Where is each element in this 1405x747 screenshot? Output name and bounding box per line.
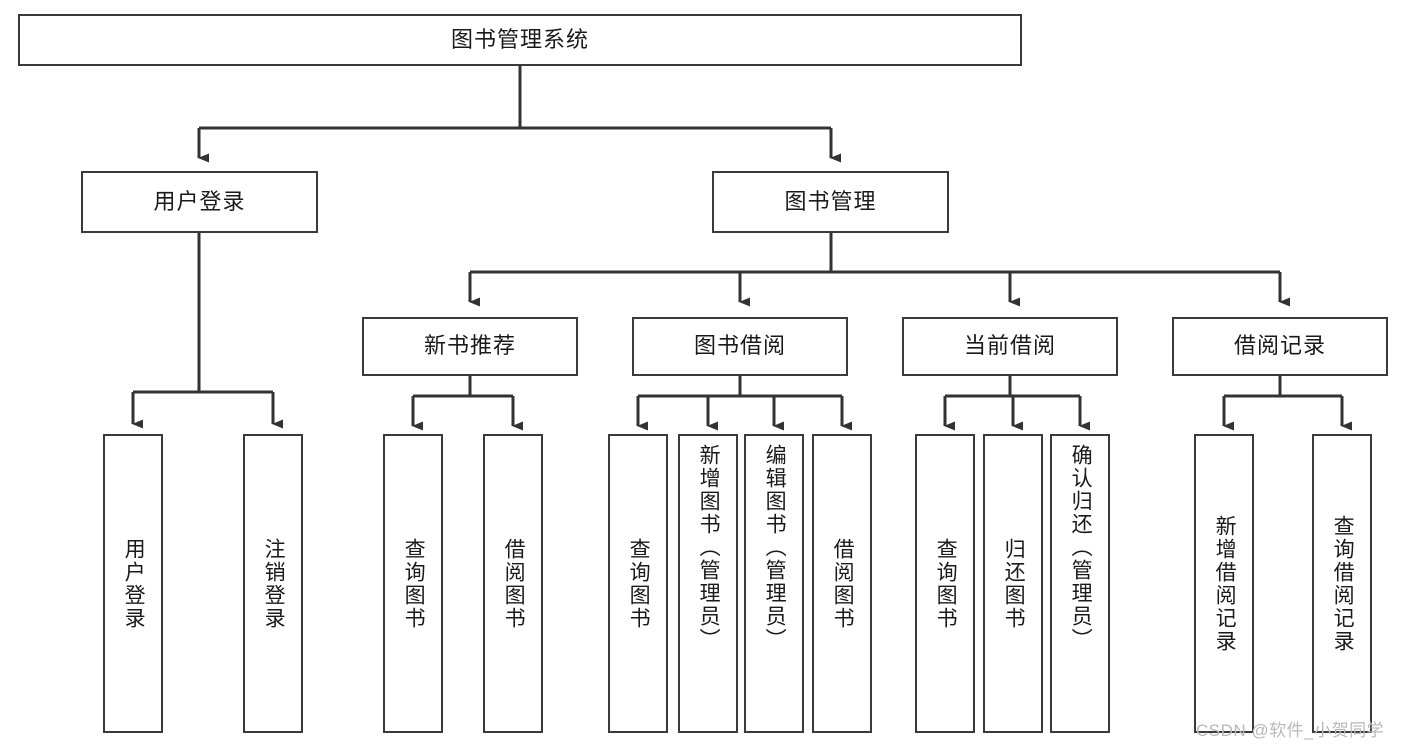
node-leaf-user-login[interactable]: 用户登录 [103,434,163,733]
node-label: 归还图书 [1002,537,1026,630]
node-leaf-query-borrow-record[interactable]: 查询借阅记录 [1312,434,1372,733]
node-leaf-query-book-borrow[interactable]: 查询图书 [608,434,668,733]
node-label: 确认归还（管理员） [1069,444,1093,651]
node-leaf-add-book-admin[interactable]: 新增图书（管理员） [678,434,738,733]
node-label: 借阅图书 [502,537,526,630]
node-label: 借阅图书 [831,537,855,630]
node-current-borrow[interactable]: 当前借阅 [902,317,1118,376]
node-book-borrow[interactable]: 图书借阅 [632,317,848,376]
node-label: 图书管理系统 [450,26,589,52]
node-user-login[interactable]: 用户登录 [81,171,318,233]
node-label: 借阅记录 [1233,333,1326,359]
node-label: 查询图书 [402,537,426,630]
node-label: 查询图书 [627,537,651,630]
node-label: 图书管理 [784,188,877,214]
node-leaf-query-book-current[interactable]: 查询图书 [915,434,975,733]
node-label: 用户登录 [122,537,146,630]
node-leaf-logout[interactable]: 注销登录 [243,434,303,733]
node-leaf-borrow-book-recommend[interactable]: 借阅图书 [483,434,543,733]
node-leaf-borrow-book[interactable]: 借阅图书 [812,434,872,733]
node-label: 图书借阅 [693,333,786,359]
node-book-management[interactable]: 图书管理 [712,171,949,233]
node-leaf-query-book-recommend[interactable]: 查询图书 [383,434,443,733]
node-label: 查询借阅记录 [1331,514,1355,653]
node-leaf-add-borrow-record[interactable]: 新增借阅记录 [1194,434,1254,733]
node-label: 编辑图书（管理员） [763,444,787,651]
node-label: 查询图书 [934,537,958,630]
node-label: 新增图书（管理员） [697,444,721,651]
node-leaf-return-book[interactable]: 归还图书 [983,434,1043,733]
node-borrow-record[interactable]: 借阅记录 [1172,317,1388,376]
node-label: 新增借阅记录 [1213,514,1237,653]
node-leaf-edit-book-admin[interactable]: 编辑图书（管理员） [744,434,804,733]
node-label: 用户登录 [153,188,246,214]
node-new-book-recommend[interactable]: 新书推荐 [362,317,578,376]
node-leaf-confirm-return-admin[interactable]: 确认归还（管理员） [1050,434,1110,733]
node-label: 当前借阅 [963,333,1056,359]
node-label: 新书推荐 [423,333,516,359]
node-root-system[interactable]: 图书管理系统 [18,14,1022,66]
node-label: 注销登录 [262,537,286,630]
csdn-watermark: CSDN @软件_小贺同学 [1196,721,1385,740]
